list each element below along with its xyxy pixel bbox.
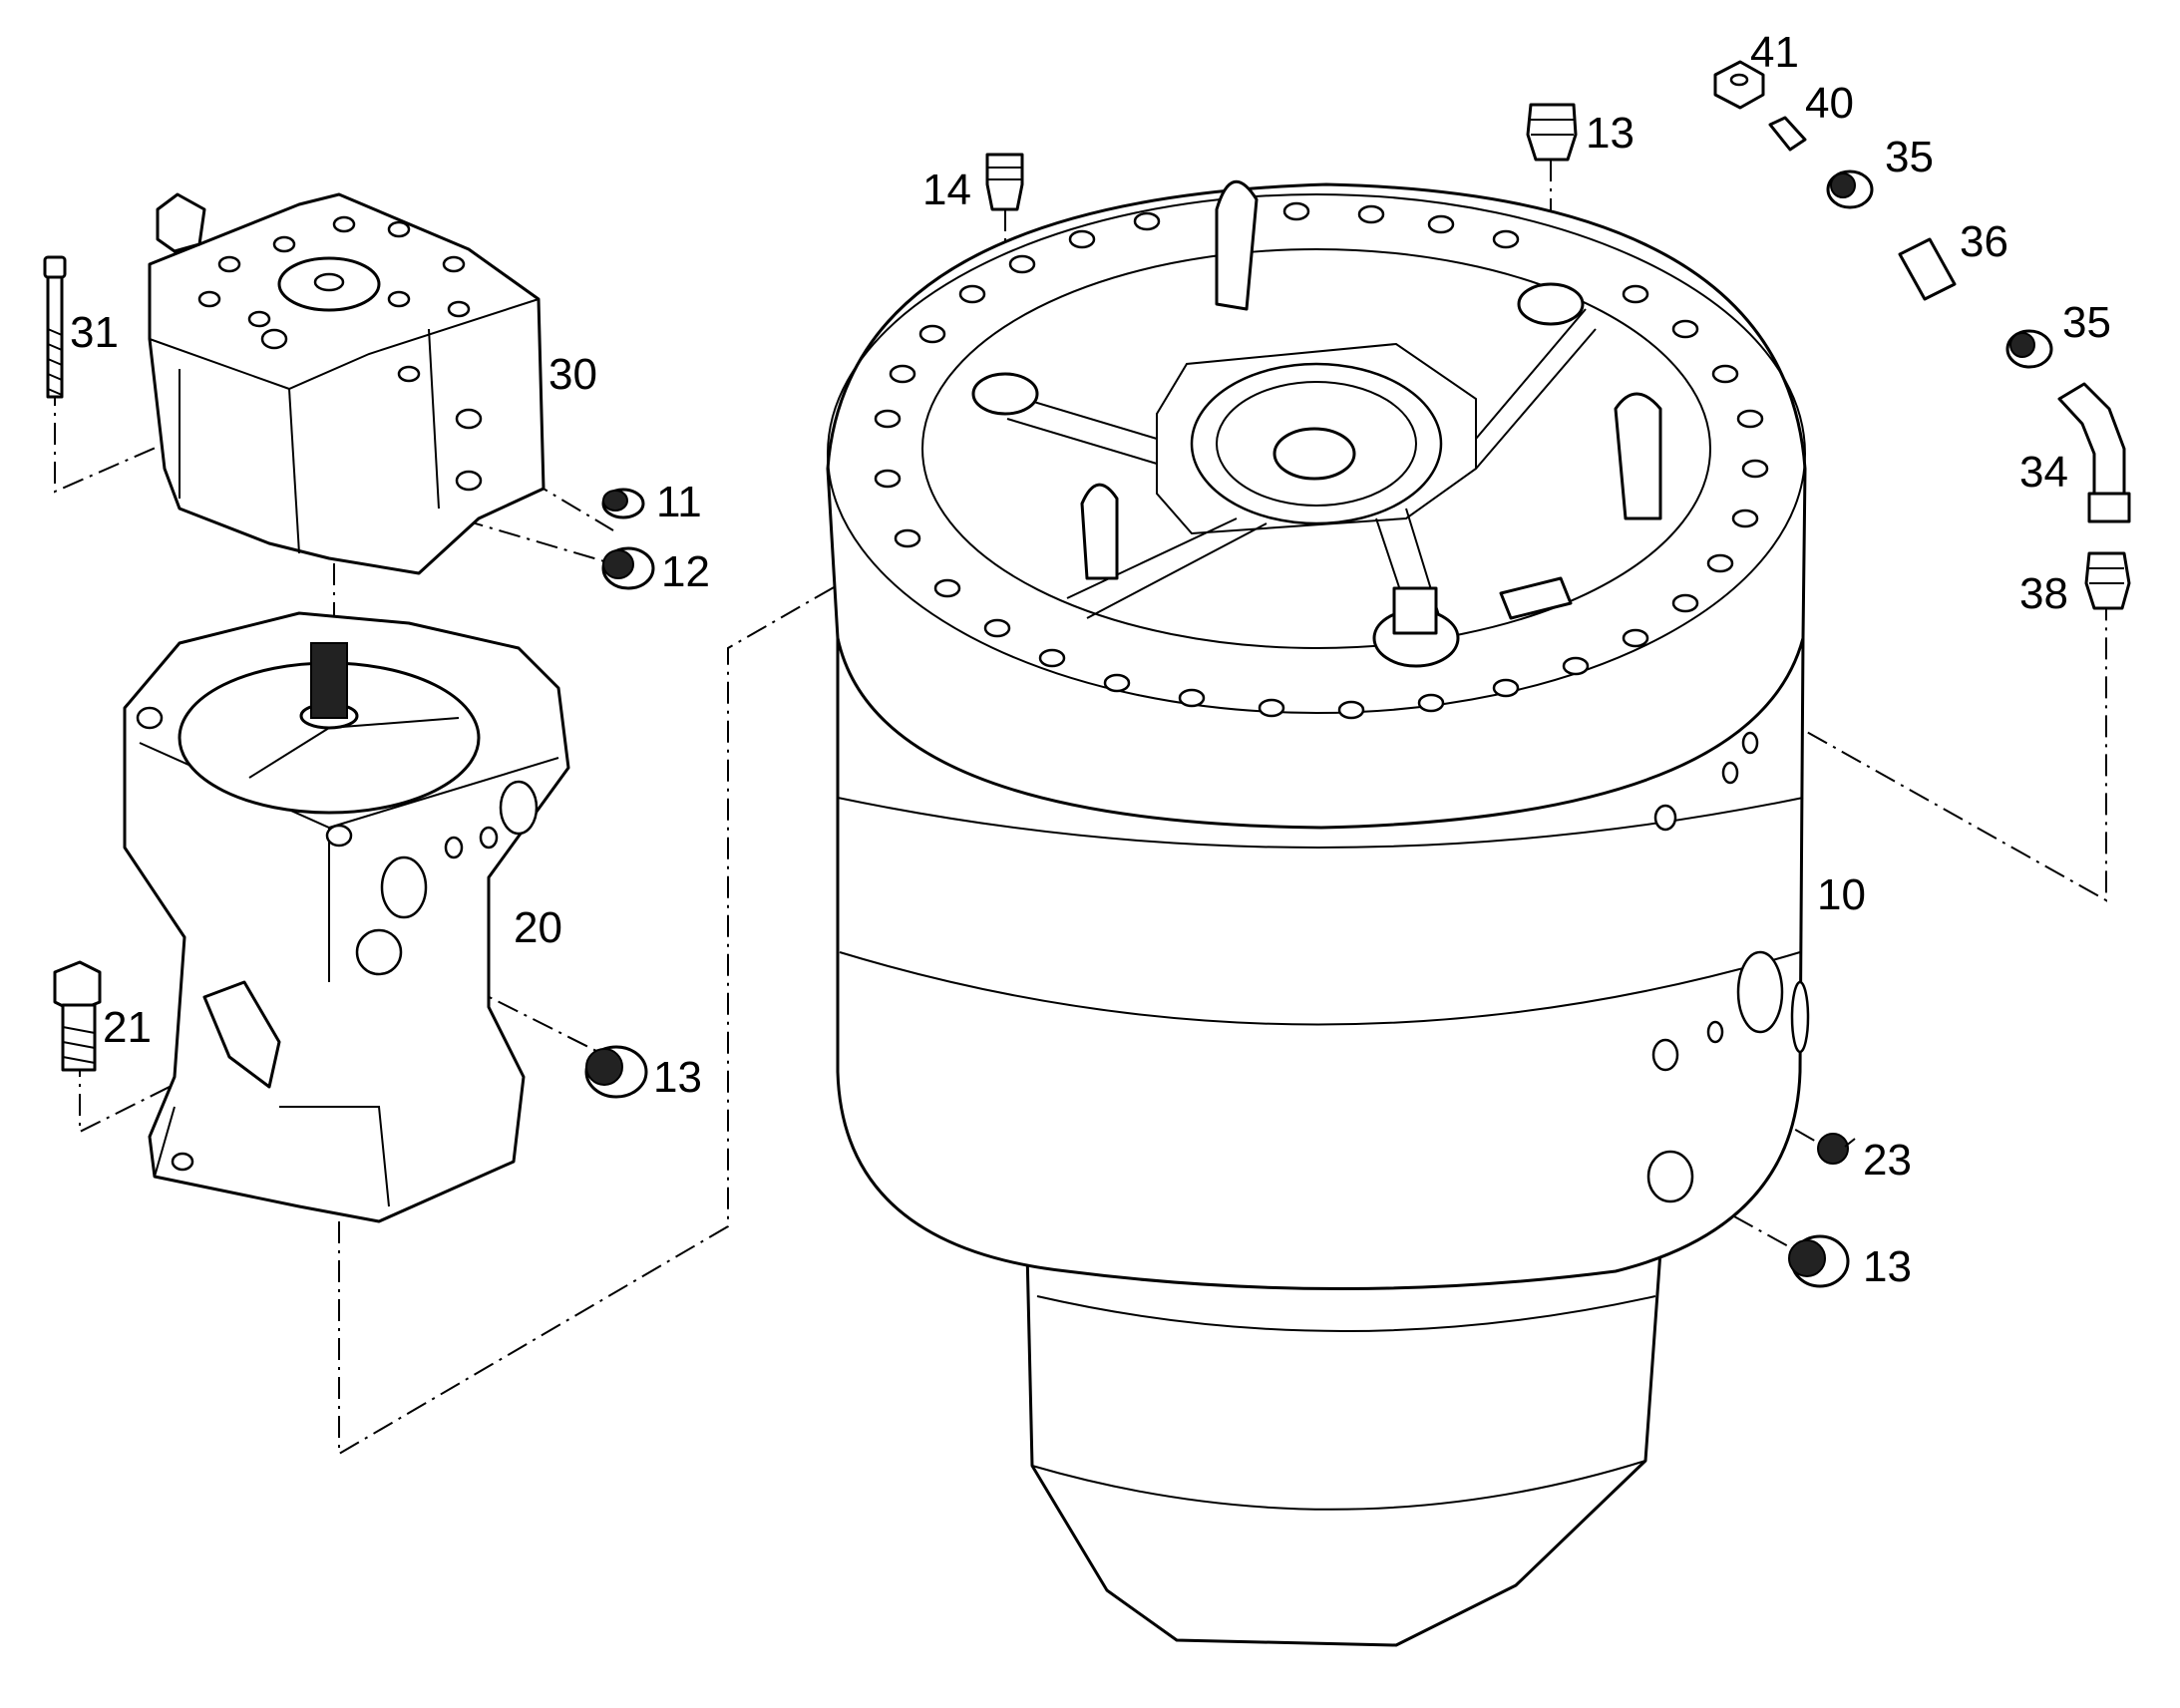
screw-23 xyxy=(1817,1133,1856,1165)
callout-38: 38 xyxy=(2019,569,2068,618)
fitting-13-top xyxy=(1526,103,1578,162)
callout-21: 21 xyxy=(103,1003,152,1052)
callout-14: 14 xyxy=(922,166,971,214)
callout-13-motor: 13 xyxy=(653,1053,702,1102)
flange-bolt-holes xyxy=(874,201,1769,720)
callout-35-b: 35 xyxy=(2062,298,2111,347)
sleeve-40 xyxy=(1768,116,1807,152)
gearbox-housing-10 xyxy=(826,179,1810,1647)
elbow-34 xyxy=(2057,382,2131,523)
callout-12: 12 xyxy=(661,547,710,596)
callout-23: 23 xyxy=(1863,1136,1912,1185)
plug-12 xyxy=(601,546,655,590)
callout-13-top: 13 xyxy=(1586,109,1635,158)
valve-block-30 xyxy=(148,192,545,575)
callout-30: 30 xyxy=(548,350,597,399)
callout-13-housing: 13 xyxy=(1863,1242,1912,1291)
fitting-14 xyxy=(985,153,1024,211)
plug-11 xyxy=(601,488,645,519)
callout-36: 36 xyxy=(1960,217,2008,266)
adapter-35-b xyxy=(2005,329,2053,369)
callout-20: 20 xyxy=(514,903,562,952)
adapter-35-a xyxy=(1826,170,1874,209)
callout-11: 11 xyxy=(656,478,702,526)
plug-13-motor xyxy=(584,1045,648,1099)
plug-13-housing xyxy=(1788,1234,1850,1288)
bolt-21 xyxy=(53,960,102,1072)
callout-35-a: 35 xyxy=(1885,133,1934,181)
callout-41: 41 xyxy=(1750,28,1799,77)
bolt-31 xyxy=(43,255,67,399)
callout-40: 40 xyxy=(1805,79,1854,128)
callout-10: 10 xyxy=(1817,870,1866,919)
hydraulic-motor-20 xyxy=(123,611,570,1223)
clip-36 xyxy=(1898,237,1957,301)
callout-labels: 10 11 12 13 13 13 14 20 21 23 30 31 34 3… xyxy=(70,28,2111,1291)
fitting-38 xyxy=(2084,551,2131,610)
nut-41 xyxy=(1713,60,1765,110)
callout-34: 34 xyxy=(2019,448,2068,497)
callout-31: 31 xyxy=(70,308,119,357)
